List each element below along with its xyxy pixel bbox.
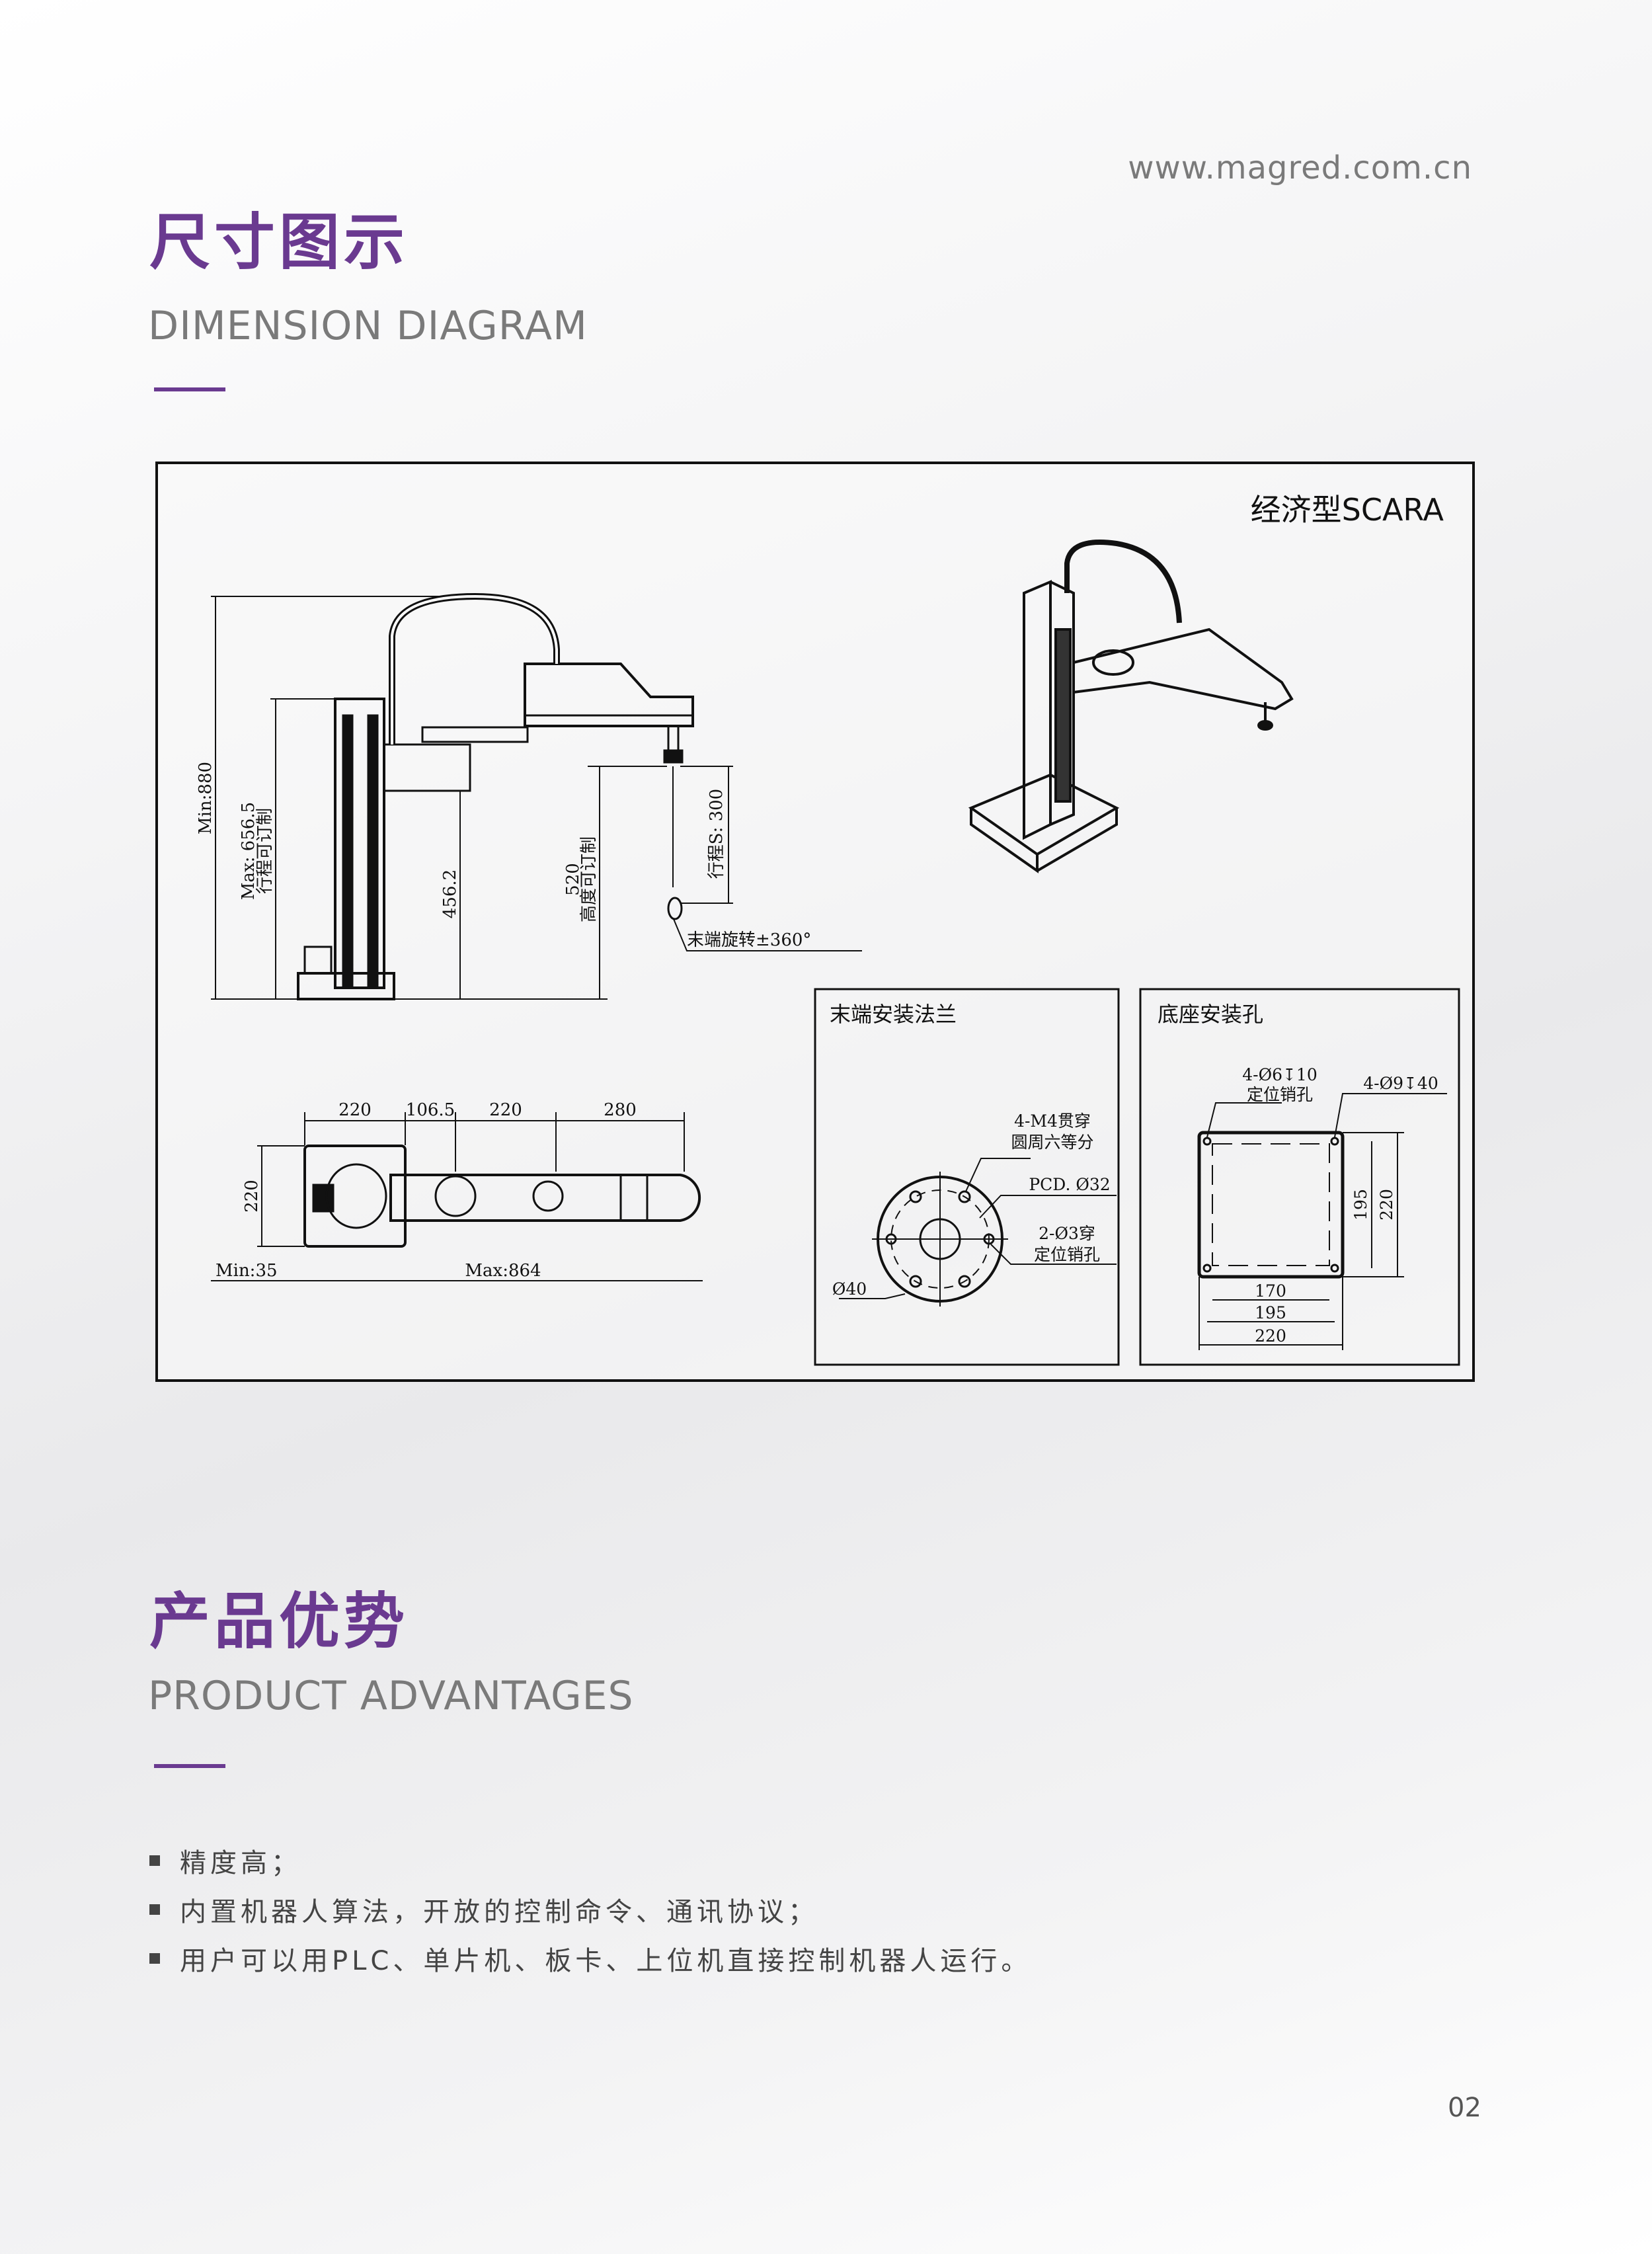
title-underline (154, 387, 225, 391)
min-height-label: Min:880 (196, 762, 216, 834)
height-custom-label: 高度可订制 (579, 836, 599, 922)
model-label: 经济型SCARA (1251, 492, 1444, 528)
base-drawing (1197, 1093, 1447, 1350)
page-number: 02 (1448, 2093, 1481, 2123)
bullet-icon (149, 1855, 160, 1866)
top-view-drawing (211, 1112, 703, 1281)
flange-label-pin: 2-Ø3穿 (1039, 1224, 1095, 1243)
section-title-cn: 尺寸图示 (149, 207, 409, 278)
bullet-icon (149, 1904, 160, 1915)
base-label-hole9: 4-Ø9↧40 (1363, 1074, 1438, 1093)
base-dim-h170: 170 (1255, 1281, 1286, 1301)
advantage-item: 精度高； (149, 1841, 301, 1880)
section-title-cn: 产品优势 (149, 1586, 409, 1657)
advantage-item: 内置机器人算法，开放的控制命令、通讯协议； (149, 1890, 818, 1929)
flange-label-pcd: PCD. Ø32 (1029, 1175, 1110, 1194)
dimension-diagram: 经济型SCARA Min:880 Max: 656.5 行程可订制 456.2 … (155, 462, 1475, 1382)
top-dim-220a: 220 (338, 1100, 372, 1120)
flange-label-pinhole: 定位销孔 (1034, 1245, 1100, 1264)
top-dim-220b: 220 (489, 1100, 522, 1120)
base-dim-h195: 195 (1255, 1303, 1286, 1322)
flange-title: 末端安装法兰 (830, 1002, 957, 1027)
top-width-220: 220 (242, 1180, 262, 1213)
stroke-custom-label: 行程可订制 (255, 808, 275, 894)
section-title-en: DIMENSION DIAGRAM (148, 303, 588, 349)
advantage-item: 用户可以用PLC、单片机、板卡、上位机直接控制机器人运行。 (149, 1939, 1031, 1978)
rotation-label: 末端旋转±360° (687, 930, 811, 950)
isometric-view-drawing (968, 540, 1294, 873)
base-title: 底座安装孔 (1158, 1002, 1263, 1027)
side-view-drawing (211, 592, 862, 1000)
base-label-pinhole: 定位销孔 (1247, 1085, 1313, 1104)
flange-drawing (839, 1158, 1117, 1307)
website-url: www.magred.com.cn (1128, 149, 1472, 186)
base-dim-h220: 220 (1255, 1326, 1286, 1346)
height-520-label: 520 (563, 863, 583, 896)
max-reach-label: Max:864 (465, 1261, 541, 1281)
bullet-icon (149, 1953, 160, 1964)
section-title-en: PRODUCT ADVANTAGES (148, 1673, 634, 1719)
base-dim-v195: 195 (1351, 1189, 1370, 1221)
flange-label-dia: Ø40 (832, 1279, 867, 1299)
top-dim-280: 280 (604, 1100, 637, 1120)
flange-label-six: 圆周六等分 (1011, 1133, 1093, 1152)
stroke-300-label: 行程S: 300 (707, 789, 727, 879)
max-stroke-label: Max: 656.5 (239, 802, 258, 900)
height-456-label: 456.2 (440, 869, 460, 918)
base-dim-v220: 220 (1377, 1189, 1396, 1221)
min-reach-label: Min:35 (216, 1261, 278, 1281)
base-label-pin6: 4-Ø6↧10 (1242, 1065, 1318, 1084)
flange-label-m4: 4-M4贯穿 (1014, 1111, 1091, 1131)
top-dim-106: 106.5 (406, 1100, 455, 1120)
title-underline (154, 1764, 225, 1768)
